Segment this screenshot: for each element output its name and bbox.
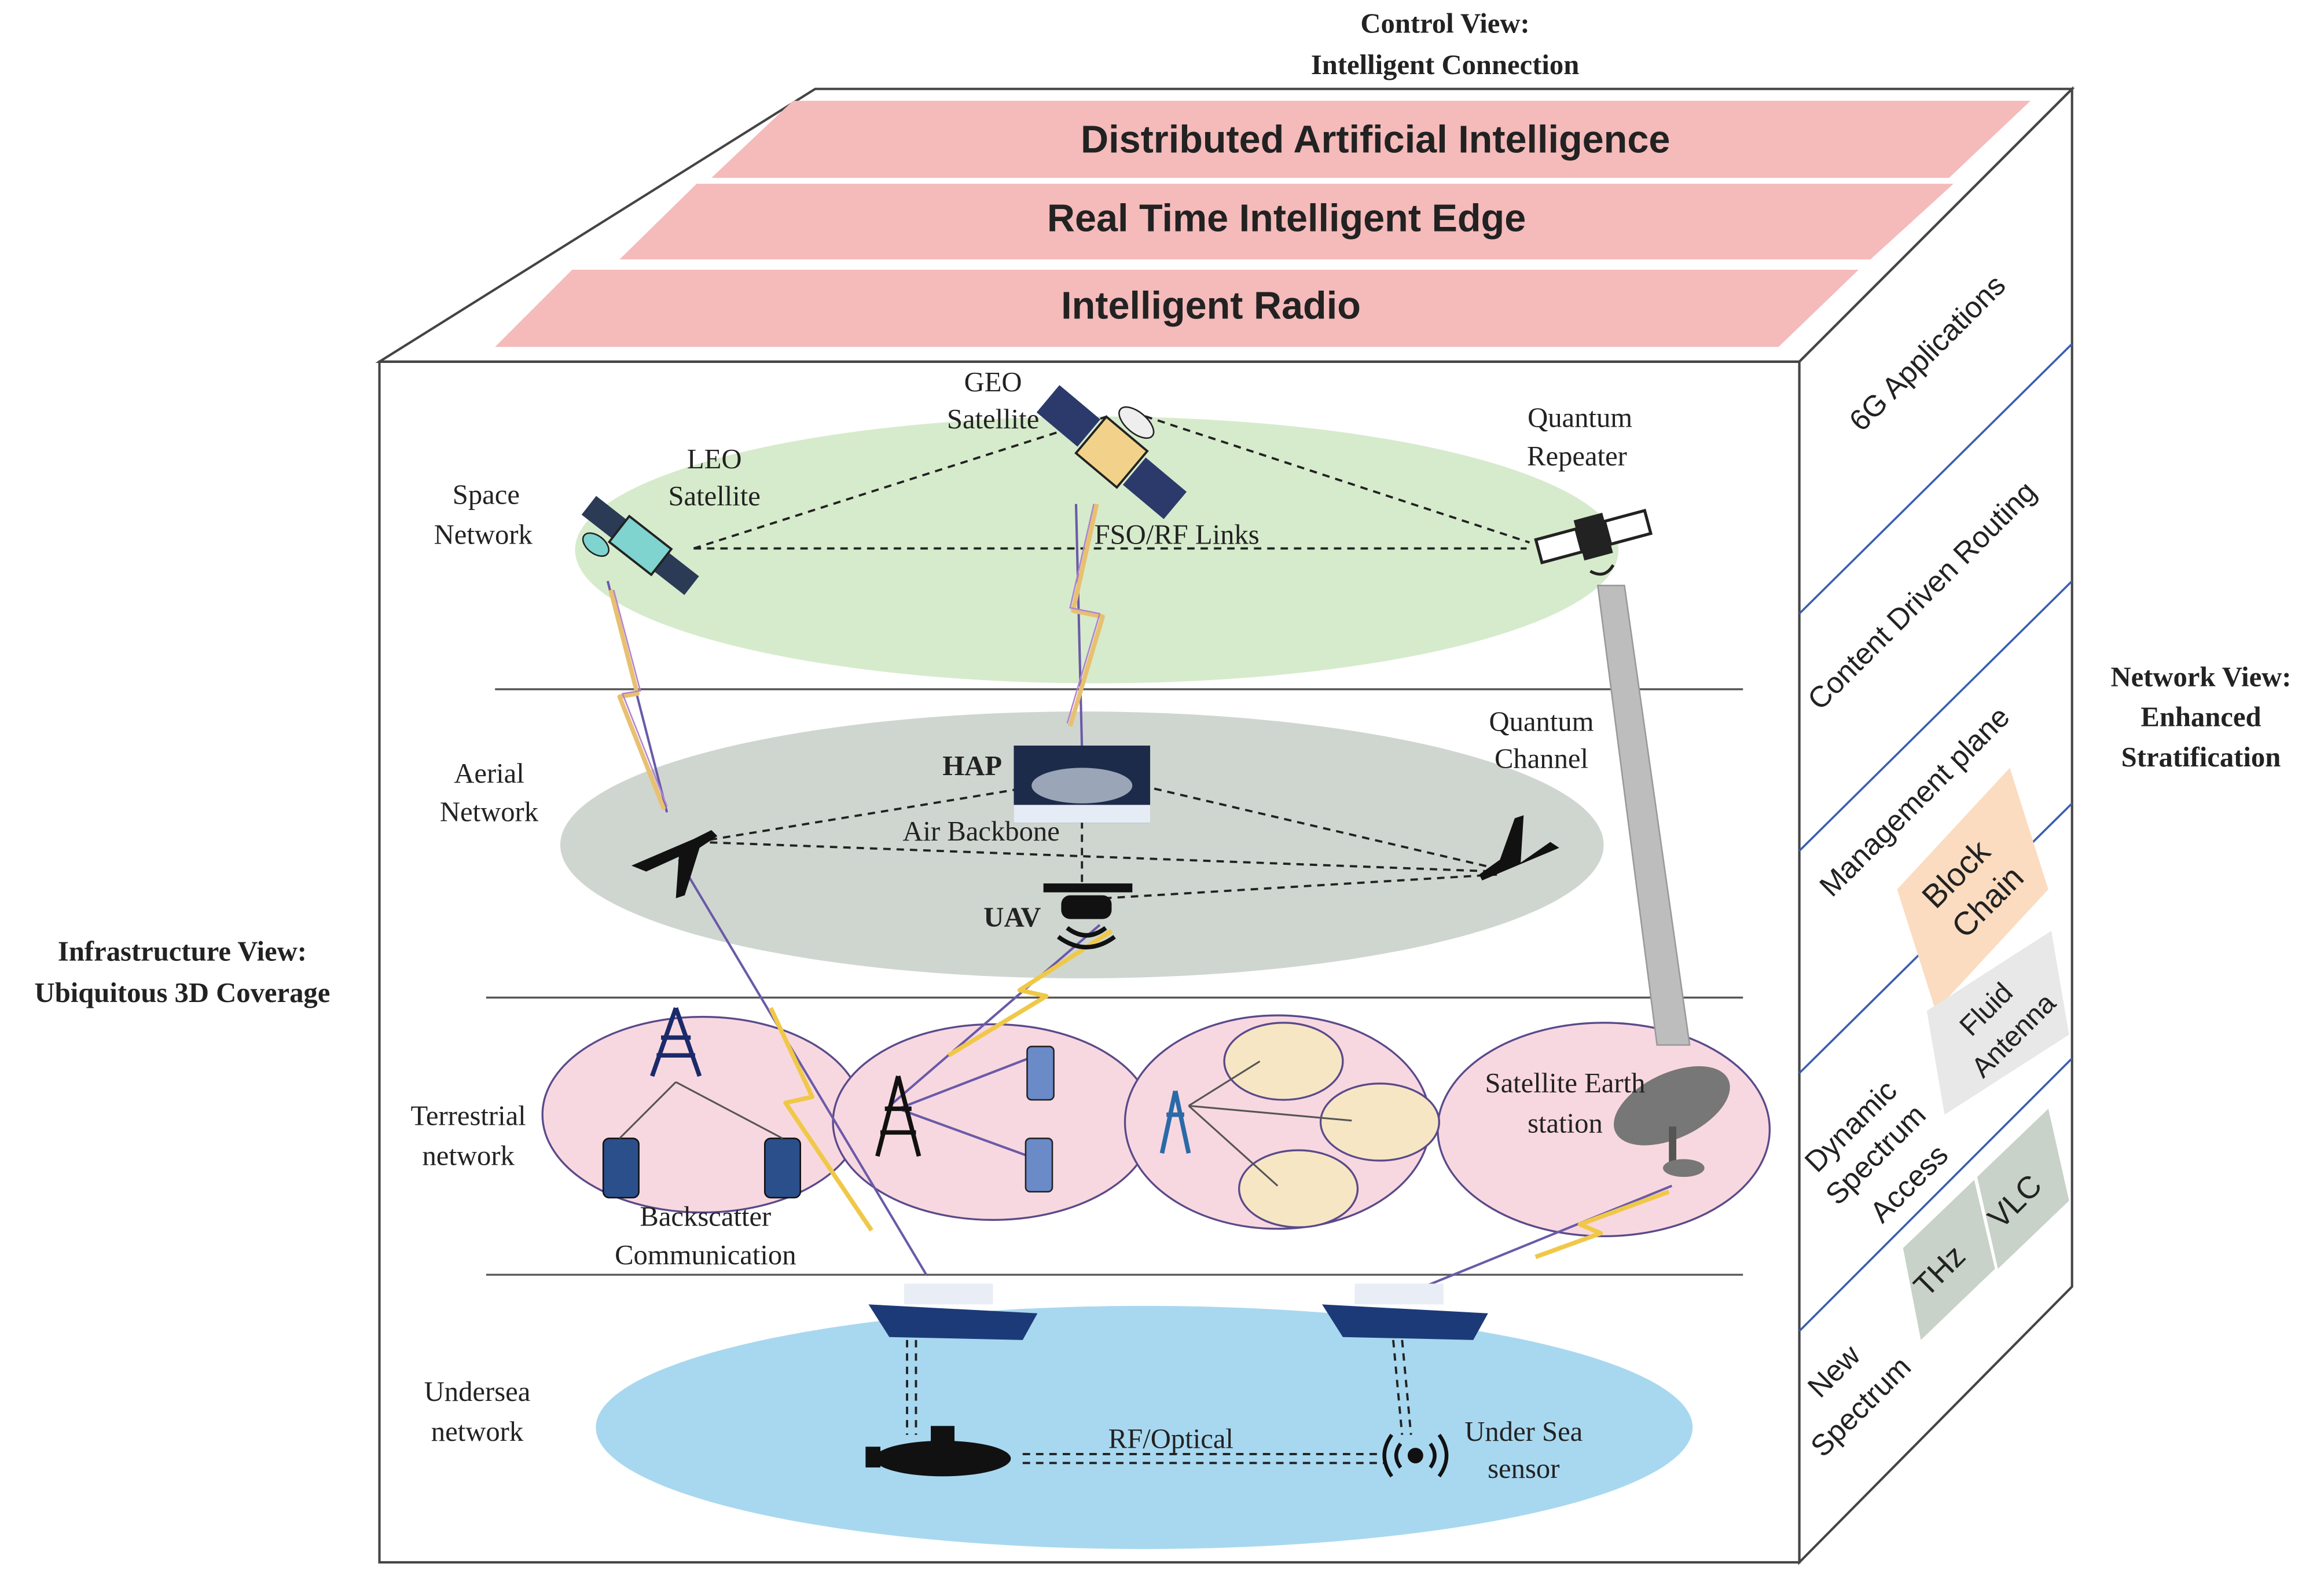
wireless-links (606, 504, 1673, 1291)
control-view-title: Control View: (1360, 8, 1529, 39)
backscatter-label-1: Backscatter (640, 1201, 771, 1232)
quantum-channel-label-1: Quantum (1489, 706, 1594, 737)
quantum-repeater-icon (1534, 508, 1653, 576)
sub-cell-2 (1319, 1082, 1440, 1162)
leo-label-1: LEO (687, 443, 742, 475)
cube-frame (375, 86, 2075, 1565)
space-network-ellipse (575, 416, 1619, 684)
quantum-repeater-label-1: Quantum (1528, 402, 1632, 433)
aerial-network-label-2: Network (440, 797, 539, 828)
backscatter-label-2: Communication (615, 1239, 796, 1271)
aerial-network-label-1: Aerial (454, 758, 524, 789)
control-view-subtitle: Intelligent Connection (1311, 49, 1579, 80)
geo-label-2: Satellite (947, 403, 1039, 435)
earth-station-label-1: Satellite Earth (1485, 1067, 1646, 1099)
label-content-routing: Content Driven Routing (1801, 475, 2043, 716)
smartphone-icon-2 (763, 1137, 801, 1199)
network-view-line3: Stratification (2121, 742, 2281, 773)
submarine-icon (865, 1426, 1011, 1477)
leo-satellite-icon (581, 496, 699, 595)
leo-label-2: Satellite (669, 480, 761, 512)
space-network-label-1: Space (453, 479, 520, 511)
blockchain-tile (1897, 768, 2048, 1011)
band-intelligent-radio (495, 270, 1859, 347)
geo-label-1: GEO (964, 366, 1022, 398)
airplane-icon-right (1479, 815, 1559, 881)
cell-earth-station (1437, 1022, 1771, 1238)
quantum-channel-label-2: Channel (1495, 743, 1588, 774)
undersea-sensor-label-2: sensor (1488, 1453, 1559, 1484)
earth-station-label-2: station (1528, 1107, 1603, 1139)
sub-cell-1 (1223, 1022, 1344, 1101)
smartphone-icon-1 (602, 1137, 640, 1199)
infrastructure-view-title: Infrastructure View: (58, 935, 307, 967)
right-panel: 6G Applications Content Driven Routing M… (1798, 269, 2073, 1463)
terrestrial-network-label-1: Terrestrial (411, 1100, 526, 1132)
thz-tile (1903, 1180, 1995, 1340)
layer-separators (486, 688, 1743, 1276)
air-backbone-label: Air Backbone (902, 816, 1059, 847)
fluid-antenna-tile (1926, 931, 2069, 1115)
uav-label: UAV (983, 901, 1041, 933)
tower-icon-1 (650, 1007, 702, 1077)
undersea-network-label-2: network (431, 1416, 524, 1447)
lightning-links (608, 503, 1670, 1260)
layer-label-1: Distributed Artificial Intelligence (1081, 119, 1670, 162)
control-layers: Distributed Artificial Intelligence Real… (495, 101, 2031, 347)
tower-icon-3 (1159, 1090, 1191, 1154)
cell-macro (832, 1023, 1154, 1221)
undersea-sensor-label-1: Under Sea (1464, 1416, 1583, 1447)
tower-icon-2 (875, 1076, 921, 1157)
quantum-channel-beam (1596, 585, 1691, 1046)
undersea-sensor-icon (1382, 1433, 1449, 1478)
hap-airship-icon (1014, 745, 1151, 823)
hap-label: HAP (942, 750, 1002, 781)
fso-rf-links-label: FSO/RF Links (1095, 519, 1260, 551)
undersea-network-ellipse (596, 1305, 1693, 1549)
ship-icon-left (868, 1283, 1038, 1340)
geo-satellite-icon (1036, 385, 1187, 519)
band-realtime-edge (619, 184, 1954, 260)
cell-backscatter (541, 1015, 864, 1214)
uav-drone-icon (1043, 883, 1133, 949)
layer-label-2: Real Time Intelligent Edge (1047, 197, 1526, 240)
airplane-icon-left (631, 830, 718, 898)
rf-optical-label: RF/Optical (1108, 1423, 1233, 1455)
network-view-line2: Enhanced (2141, 702, 2261, 733)
vlc-tile (1977, 1109, 2069, 1269)
satellite-dish-icon (1614, 1066, 1730, 1177)
quantum-repeater-label-2: Repeater (1527, 441, 1627, 472)
handset-icon-1 (1026, 1045, 1055, 1101)
band-distributed-ai (711, 101, 2031, 178)
infrastructure-view-subtitle: Ubiquitous 3D Coverage (35, 977, 331, 1008)
aerial-network-ellipse (560, 711, 1604, 979)
network-view-title: Network View: (2110, 662, 2291, 693)
layer-label-3: Intelligent Radio (1061, 285, 1361, 328)
ship-icon-right (1322, 1283, 1488, 1340)
undersea-network-label-1: Undersea (424, 1376, 531, 1407)
sub-cell-3 (1238, 1149, 1359, 1228)
space-network-label-2: Network (434, 519, 533, 551)
terrestrial-network-label-2: network (422, 1140, 515, 1172)
handset-icon-2 (1025, 1137, 1053, 1193)
